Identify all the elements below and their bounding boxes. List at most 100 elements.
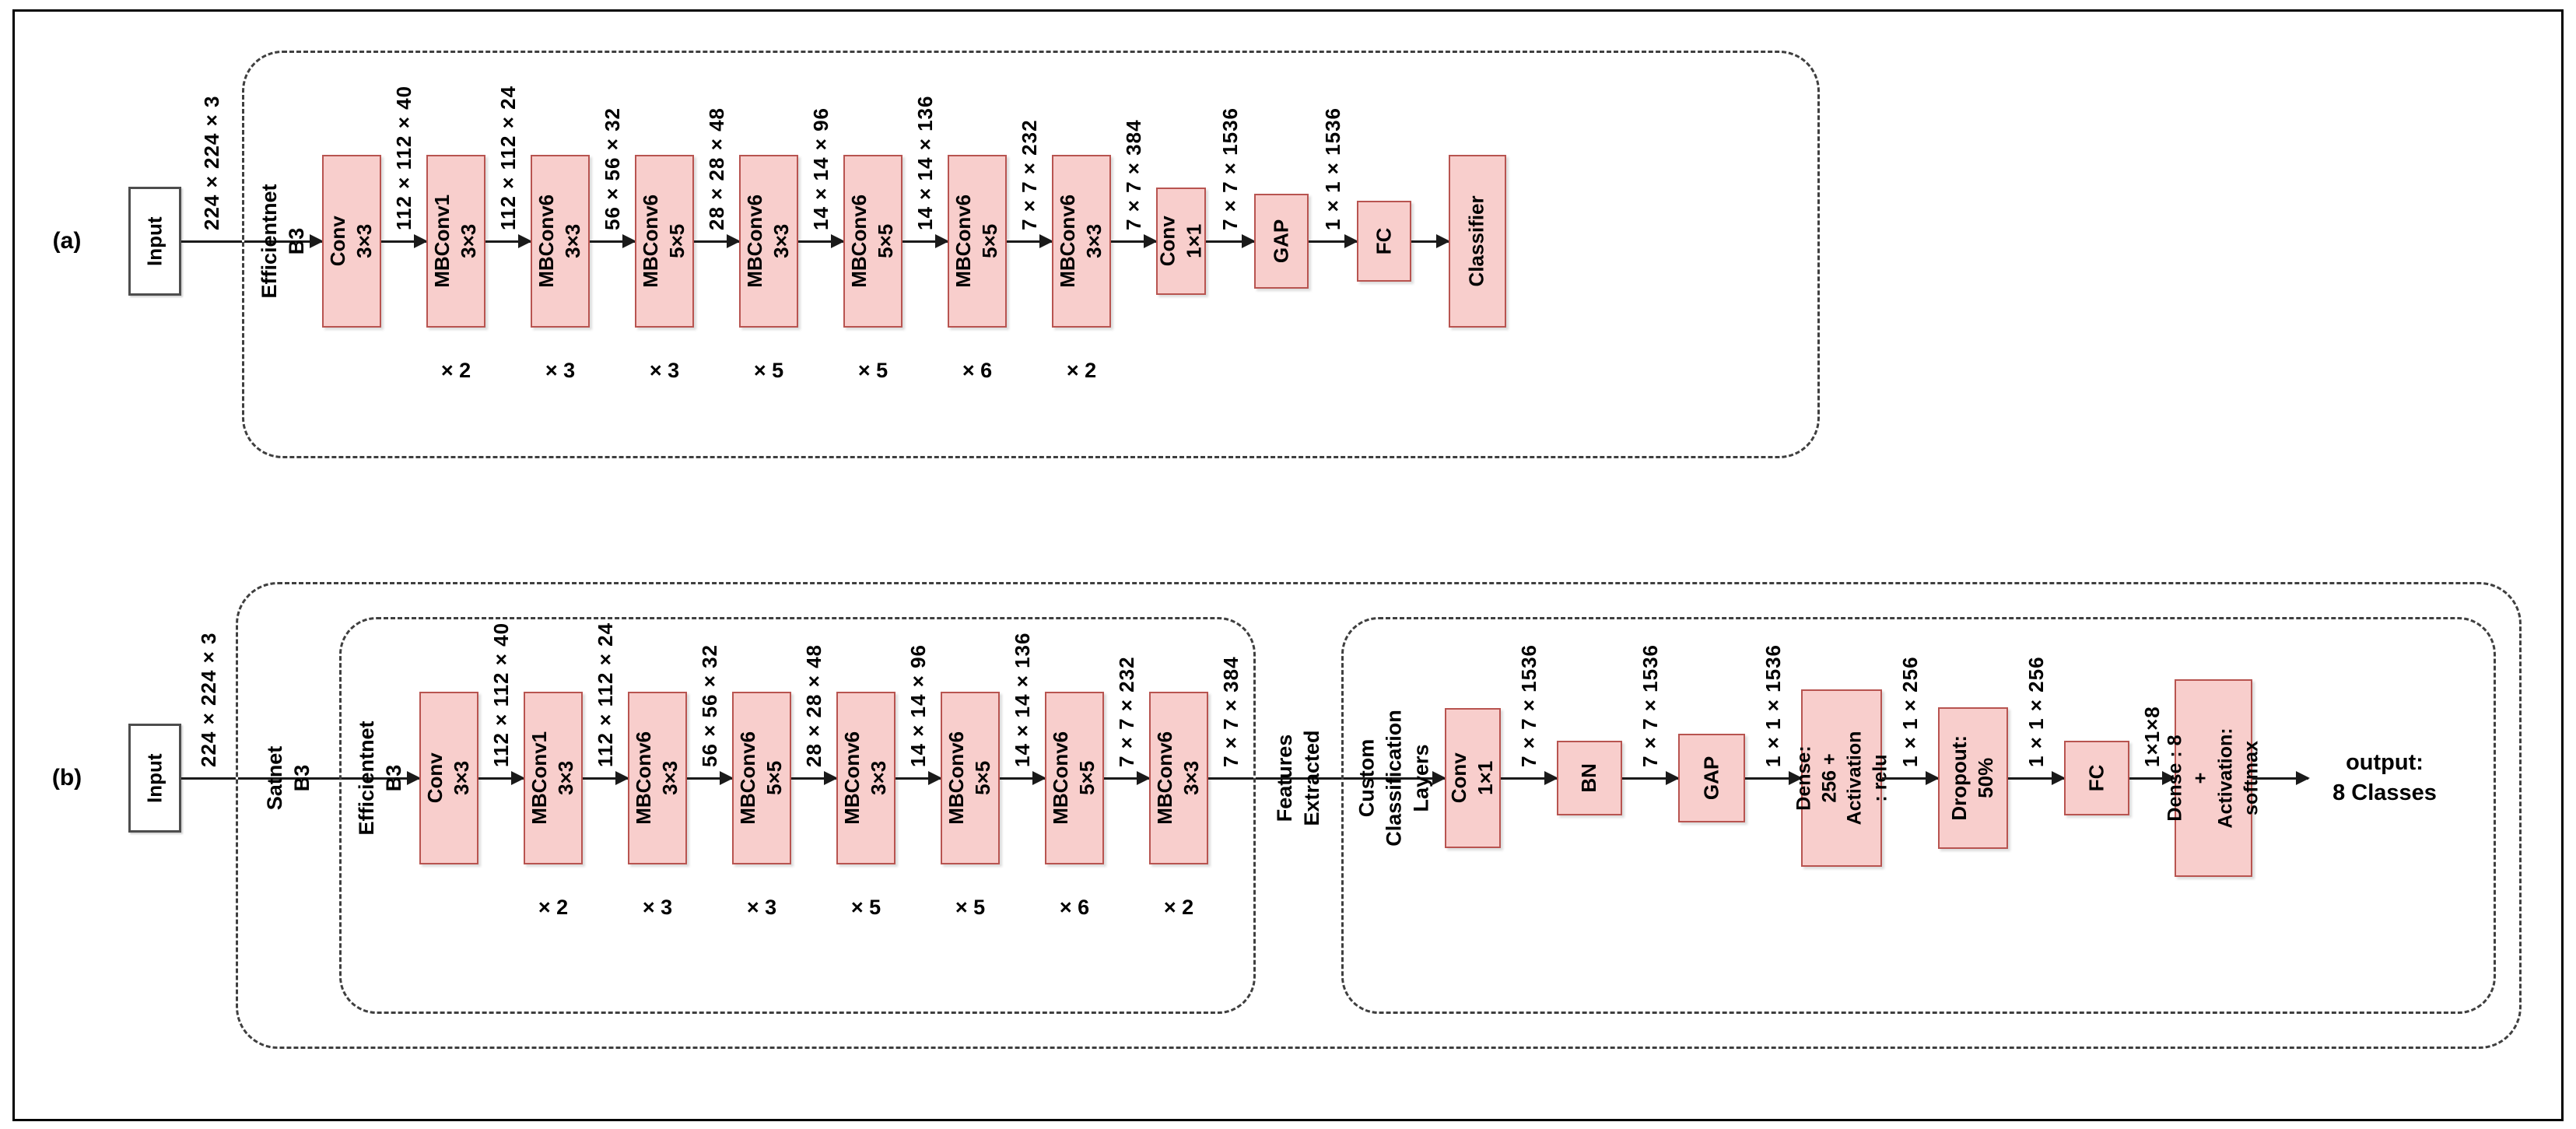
layer-box-mbconv6-3x3-a: MBConv6 3×3 × 3 — [531, 155, 590, 382]
arrow-a-7: 7 × 7 × 232 — [1007, 119, 1052, 243]
dim-label: 112 × 112 × 24 — [496, 85, 520, 230]
layer-box-mbconv6-3x3-b: MBConv6 3×3 × 2 — [1149, 692, 1208, 919]
efficientnet-b3-caption-a: Efficientnet B3 — [257, 184, 308, 299]
layer-box-dense-256-relu: Dense: 256 + Activation : relu — [1793, 689, 1891, 867]
arrow-a-10: 1 × 1 × 1536 — [1309, 107, 1357, 243]
custom-classification-group: Custom Classification Layers Conv 1×1 7 … — [1341, 617, 2496, 1014]
dim-label: 7 × 7 × 232 — [1115, 655, 1138, 767]
dim-label: 56 × 56 × 32 — [698, 643, 721, 767]
layer-box-fc-a: FC — [1357, 201, 1411, 282]
dim-label-input-b: 224 × 224 × 3 — [197, 632, 220, 767]
repeat-multiplier: × 6 — [1059, 896, 1090, 919]
layer-box-gap-b: GAP — [1678, 734, 1745, 822]
layer-label: Dense: 256 + Activation : relu — [1793, 731, 1891, 826]
dim-label: 14 × 14 × 136 — [1011, 632, 1034, 767]
layer-label: Classifier — [1465, 195, 1489, 287]
layer-box-dropout-50: Dropout: 50% — [1938, 707, 2008, 849]
arrow-b-2: 112 × 112 × 24 — [583, 622, 628, 780]
layer-label: MBConv6 5×5 — [945, 731, 994, 825]
arrow-backbone-out: 7 × 7 × 384 — [1208, 656, 1253, 780]
layer-label: MBConv6 5×5 — [952, 195, 1001, 288]
layer-label: Conv 3×3 — [423, 752, 473, 804]
efficientnet-b3-group-b: Efficientnet B3 Conv 3×3 112 × 112 × 40 … — [339, 617, 1256, 1014]
layer-box-mbconv6-3x3-b: MBConv6 3×3 × 3 — [628, 692, 687, 919]
layer-label: MBConv6 3×3 — [1153, 731, 1203, 825]
arrow-h-1: 7 × 7 × 1536 — [1501, 643, 1557, 780]
dim-label: 14 × 14 × 96 — [809, 107, 832, 230]
input-box-a: Input — [128, 187, 181, 296]
arrow-a-11 — [1411, 240, 1449, 243]
arrow-output — [2252, 777, 2308, 780]
repeat-multiplier: × 2 — [1066, 359, 1097, 382]
arrow-into-head: Custom Classification Layers — [1344, 710, 1445, 847]
dim-label: 1×1×8 — [2140, 705, 2164, 767]
arrow-a-3: 56 × 56 × 32 — [590, 107, 635, 243]
dim-label: 112 × 112 × 40 — [489, 622, 513, 767]
repeat-multiplier: × 5 — [857, 359, 888, 382]
dim-label: 1 × 1 × 256 — [2024, 655, 2048, 767]
layer-box-mbconv6-3x3-b: MBConv6 3×3 × 5 — [836, 692, 895, 919]
layer-label: MBConv6 5×5 — [847, 195, 897, 288]
arrow-b-4: 28 × 28 × 48 — [791, 643, 836, 780]
dim-label: 1 × 1 × 1536 — [1761, 643, 1785, 767]
efficientnet-b3-caption-b: Efficientnet B3 — [354, 721, 405, 836]
layer-box-mbconv6-5x5-b: MBConv6 5×5 × 6 — [1045, 692, 1104, 919]
layer-label: FC — [2084, 764, 2108, 792]
input-label-a: Input — [142, 216, 166, 266]
layer-box-mbconv1-3x3-a: MBConv1 3×3 × 2 — [426, 155, 485, 382]
arrow-into-conv-b: Efficientnet B3 — [342, 721, 419, 836]
layer-box-conv1x1-b: Conv 1×1 — [1445, 708, 1501, 848]
layer-box-fc-b: FC — [2064, 741, 2129, 815]
layer-label: Dropout: 50% — [1947, 735, 1997, 821]
dim-label: 7 × 7 × 384 — [1122, 118, 1145, 230]
layer-label: MBConv6 5×5 — [1049, 731, 1099, 825]
layer-box-mbconv6-5x5-a: MBConv6 5×5 × 5 — [843, 155, 902, 382]
layer-box-mbconv6-3x3-a: MBConv6 3×3 × 2 — [1052, 155, 1111, 382]
input-label-b: Input — [142, 753, 166, 803]
arrow-a-5: 14 × 14 × 96 — [798, 107, 843, 243]
dim-label: 112 × 112 × 40 — [392, 85, 415, 230]
arrow-b-1: 112 × 112 × 40 — [478, 622, 524, 780]
layer-label: Dense : 8 + Activation: softmax — [2164, 728, 2262, 829]
panel-b-label: (b) — [51, 765, 82, 791]
layer-label: MBConv6 5×5 — [736, 731, 786, 825]
layer-label: MBConv6 5×5 — [639, 195, 689, 288]
repeat-multiplier: × 2 — [1163, 896, 1194, 919]
arrow-h-6: 1×1×8 — [2129, 706, 2175, 780]
layer-label: MBConv6 3×3 — [840, 731, 890, 825]
layer-box-classifier-a: Classifier — [1449, 155, 1506, 328]
repeat-multiplier: × 3 — [545, 359, 576, 382]
layer-box-conv1x1-a: Conv 1×1 — [1155, 188, 1206, 295]
arrow-h-3: 1 × 1 × 1536 — [1745, 643, 1801, 780]
arrow-h-2: 7 × 7 × 1536 — [1622, 643, 1678, 780]
repeat-multiplier: × 2 — [440, 359, 471, 382]
layer-label: MBConv6 3×3 — [743, 195, 793, 288]
panel-b: (b) Input 224 × 224 × 3 Satnet B3 Effici… — [43, 537, 2522, 1049]
output-classes-label: output: 8 Classes — [2332, 749, 2437, 805]
satnet-b3-group: Satnet B3 Efficientnet B3 Conv 3×3 112 ×… — [236, 582, 2522, 1049]
dim-label: 28 × 28 × 48 — [802, 643, 825, 767]
satnet-b3-caption: Satnet B3 — [262, 745, 314, 811]
dim-label: 7 × 7 × 1536 — [1517, 643, 1540, 767]
arrow-into-conv-a: Efficientnet B3 — [244, 184, 322, 299]
arrow-b-5: 14 × 14 × 96 — [895, 643, 941, 780]
dim-label-backbone-out: 7 × 7 × 384 — [1219, 655, 1242, 767]
input-box-b: Input — [128, 724, 181, 833]
layer-label: GAP — [1699, 756, 1723, 801]
dim-label: 7 × 7 × 1536 — [1638, 643, 1662, 767]
layer-label: BN — [1577, 763, 1601, 793]
layer-box-dense-8-softmax: Dense : 8 + Activation: softmax — [2164, 679, 2262, 877]
layer-label: GAP — [1269, 219, 1293, 264]
dim-label: 56 × 56 × 32 — [601, 107, 624, 230]
panel-a-label: (a) — [52, 228, 82, 254]
repeat-multiplier: × 3 — [746, 896, 777, 919]
dim-label: 7 × 7 × 1536 — [1218, 107, 1242, 230]
repeat-multiplier: × 2 — [538, 896, 569, 919]
layer-label: MBConv6 3×3 — [632, 731, 682, 825]
layer-label: MBConv1 3×3 — [430, 195, 480, 288]
layer-label: Conv 3×3 — [326, 216, 376, 267]
repeat-multiplier: × 6 — [962, 359, 993, 382]
repeat-multiplier: × 5 — [955, 896, 986, 919]
arrow-a-2: 112 × 112 × 24 — [485, 85, 531, 243]
layer-box-conv3x3-a: Conv 3×3 — [322, 155, 381, 328]
